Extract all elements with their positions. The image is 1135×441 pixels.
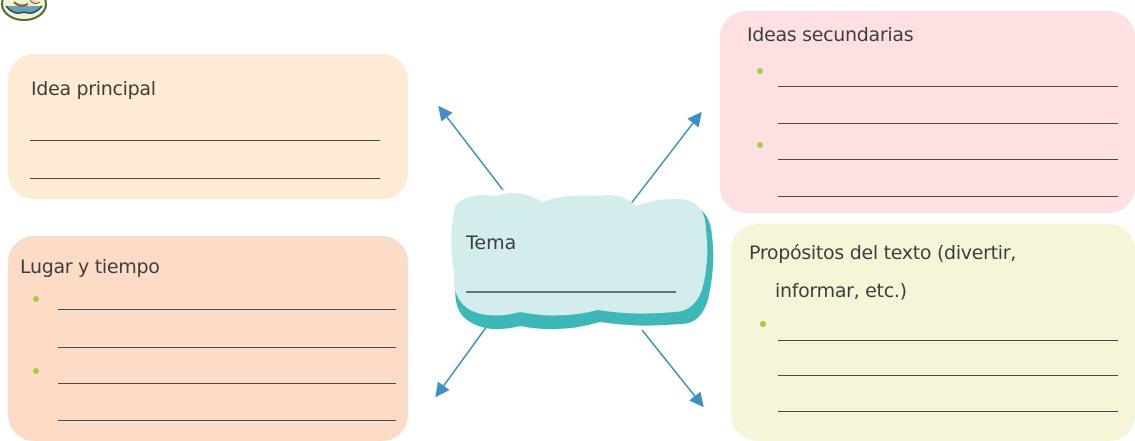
propositos-title-line2: informar, etc.) <box>775 280 907 302</box>
answer-line[interactable] <box>778 159 1118 160</box>
arrow-to-propositos <box>641 329 704 408</box>
propositos-box: Propósitos del texto (divertir, informar… <box>731 224 1135 441</box>
answer-line[interactable] <box>778 375 1118 376</box>
answer-line[interactable] <box>778 86 1118 87</box>
bullet-icon <box>33 296 39 302</box>
answer-line[interactable] <box>58 347 396 348</box>
bullet-icon <box>757 68 763 74</box>
reading-person-icon <box>1 0 47 21</box>
answer-line[interactable] <box>778 340 1118 341</box>
ideas-secundarias-title: Ideas secundarias <box>747 24 914 46</box>
answer-line[interactable] <box>58 309 396 310</box>
arrow-to-lugar-tiempo <box>435 321 491 398</box>
lugar-tiempo-box: Lugar y tiempo <box>8 236 408 441</box>
answer-line[interactable] <box>778 123 1118 124</box>
propositos-title-line1: Propósitos del texto (divertir, <box>749 242 1017 264</box>
idea-principal-box: Idea principal <box>8 54 408 199</box>
bullet-icon <box>760 321 766 327</box>
arrow-to-ideas-secundarias <box>629 111 702 206</box>
idea-principal-title: Idea principal <box>31 78 156 100</box>
answer-line[interactable] <box>30 140 380 141</box>
answer-line[interactable] <box>778 411 1118 412</box>
tema-label: Tema <box>466 232 517 254</box>
tema-cloud <box>451 193 708 316</box>
answer-line[interactable] <box>58 383 396 384</box>
lugar-tiempo-title: Lugar y tiempo <box>20 256 160 278</box>
bullet-icon <box>33 368 39 374</box>
answer-line[interactable] <box>58 420 396 421</box>
answer-line[interactable] <box>30 178 380 179</box>
answer-line[interactable] <box>778 196 1118 197</box>
bullet-icon <box>757 142 763 148</box>
arrow-to-idea-principal <box>438 105 504 191</box>
ideas-secundarias-box: Ideas secundarias <box>720 11 1135 213</box>
